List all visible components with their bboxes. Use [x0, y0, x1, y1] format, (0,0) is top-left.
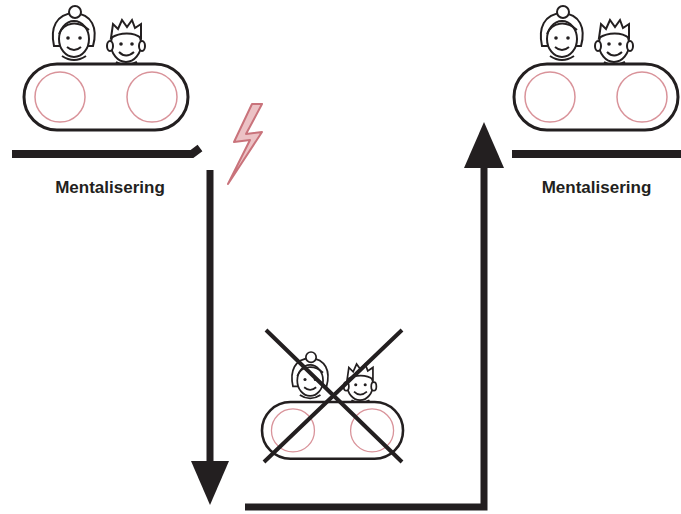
lightning-bolt [228, 104, 262, 184]
riders [541, 6, 633, 65]
connector-line [245, 164, 484, 507]
platform [12, 148, 200, 154]
carriage [262, 402, 403, 459]
platform-node: Mentalisering [512, 144, 681, 206]
transition-arrow [191, 122, 504, 507]
platform [512, 150, 681, 158]
riders [53, 6, 145, 65]
arrow-head [191, 461, 229, 505]
cross-mark [264, 330, 402, 462]
arrow-head [464, 122, 504, 168]
stage-label: Mentalisering [512, 178, 681, 198]
connector-line [207, 170, 214, 465]
platform-node: Mentalisering [10, 144, 210, 206]
stage-label: Mentalisering [10, 178, 210, 198]
carriage [514, 64, 678, 130]
carriage [24, 64, 188, 130]
